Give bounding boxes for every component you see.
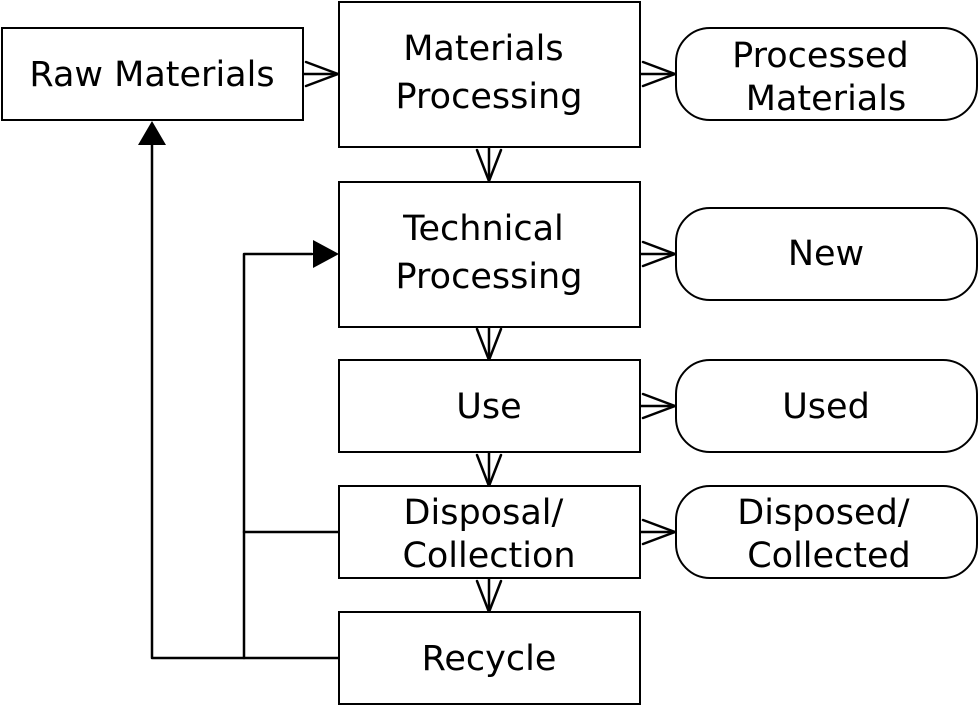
- feedback-arrowheads: [138, 121, 339, 268]
- arrow-use-to-used: [638, 392, 677, 420]
- arrow-technical-processing-to-new: [638, 240, 677, 268]
- disposed-collected-label: Disposed/ Collected: [737, 493, 920, 576]
- use-box: [338, 359, 641, 453]
- processed-materials-label: Processed Materials: [732, 36, 920, 119]
- arrow-disposal-collection-to-recycle: [475, 576, 503, 614]
- process-steps: [1, 1, 641, 705]
- processed-materials-box: [675, 27, 978, 121]
- arrowhead-to-technical-processing: [313, 240, 339, 268]
- new-box: [675, 207, 978, 301]
- recycle-label: Recycle: [422, 639, 557, 679]
- used-label: Used: [782, 387, 870, 427]
- disposal-collection-label: Disposal/ Collection: [402, 493, 575, 576]
- arrow-materials-processing-to-technical-processing: [475, 145, 503, 183]
- arrow-use-to-disposal-collection: [475, 450, 503, 488]
- feedback-loop-lines: [150, 138, 340, 660]
- technical-processing-box: [338, 181, 641, 328]
- recycle-box: [338, 611, 641, 705]
- product-states: [675, 27, 978, 579]
- materials-processing-box: [338, 1, 641, 148]
- arrowhead-to-raw-materials: [138, 121, 166, 145]
- disposed-collected-box: [675, 485, 978, 579]
- arrow-technical-processing-to-use: [475, 325, 503, 362]
- used-box: [675, 359, 978, 453]
- raw-materials-label: Raw Materials: [29, 55, 274, 95]
- labels: Raw Materials Materials Processing Techn…: [29, 29, 920, 679]
- technical-processing-label: Technical Processing: [396, 209, 583, 297]
- use-label: Use: [456, 387, 521, 427]
- arrow-disposal-collection-to-disposed-collected: [638, 518, 677, 546]
- raw-materials-box: [1, 27, 304, 121]
- arrow-raw-to-materials-processing: [301, 60, 340, 88]
- disposal-collection-box: [338, 485, 641, 579]
- materials-processing-label: Materials Processing: [396, 29, 583, 117]
- new-label: New: [788, 234, 864, 274]
- arrow-materials-processing-to-processed-materials: [638, 60, 677, 88]
